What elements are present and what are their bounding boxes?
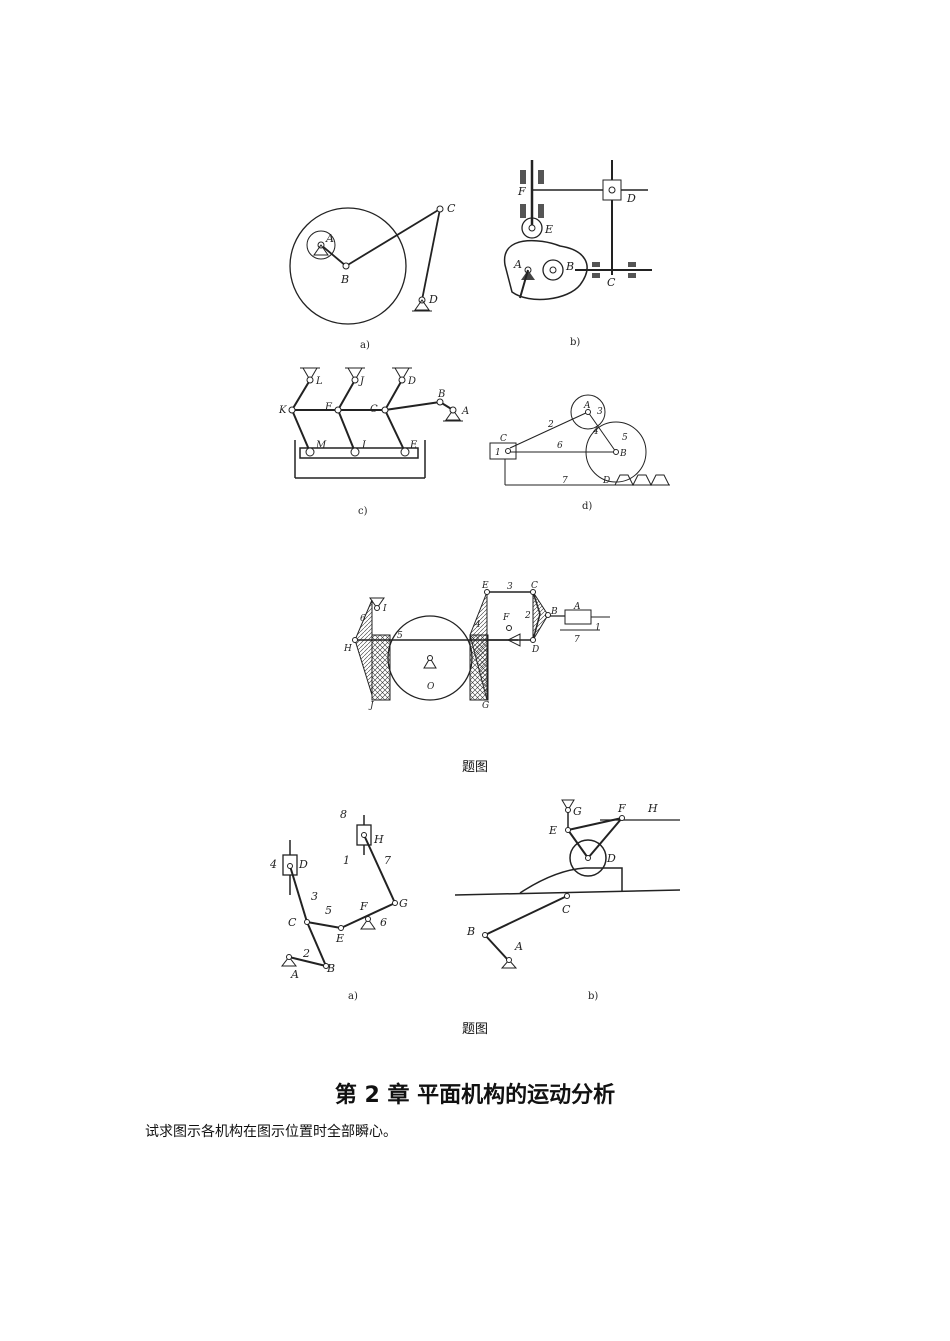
label-3a-B: B bbox=[326, 962, 335, 975]
label-brake-H: H bbox=[343, 644, 352, 654]
caption-b: b) bbox=[570, 337, 580, 348]
label-brake-G: G bbox=[482, 701, 489, 711]
label-3a-E: E bbox=[335, 932, 344, 945]
label-3a-7: 7 bbox=[384, 854, 391, 867]
label-brake-I: I bbox=[382, 604, 387, 614]
label-brake-F: F bbox=[502, 613, 510, 623]
label-b-B: B bbox=[565, 260, 574, 273]
label-brake-J: J bbox=[368, 701, 375, 711]
label-3a-H: H bbox=[373, 833, 384, 846]
label-a-D: D bbox=[428, 293, 438, 306]
label-b-A: A bbox=[513, 258, 522, 271]
label-b-F: F bbox=[517, 185, 526, 198]
label-b-D: D bbox=[626, 192, 636, 205]
caption-3b: b) bbox=[588, 991, 598, 1002]
diagram-b: F D E A B C b) bbox=[504, 160, 652, 348]
label-3b-B: B bbox=[466, 925, 475, 938]
label-3a-4: 4 bbox=[269, 858, 277, 871]
label-brake-4: 4 bbox=[474, 620, 481, 630]
label-c-A: A bbox=[461, 406, 469, 417]
label-a-B: B bbox=[340, 273, 349, 286]
label-d-C: C bbox=[500, 434, 507, 444]
label-3b-D: D bbox=[606, 852, 616, 865]
label-brake-3: 3 bbox=[507, 582, 513, 592]
figure2-caption: 题图 bbox=[461, 760, 488, 775]
label-3b-C: C bbox=[562, 903, 571, 916]
label-b-E: E bbox=[544, 223, 553, 236]
label-3b-E: E bbox=[548, 824, 557, 837]
label-d-3: 3 bbox=[597, 407, 603, 417]
label-c-M: M bbox=[315, 440, 327, 451]
label-brake-C: C bbox=[531, 581, 538, 591]
label-c-C: C bbox=[370, 404, 378, 415]
label-d-5: 5 bbox=[622, 433, 628, 443]
label-c-J: J bbox=[358, 376, 365, 387]
label-d-A: A bbox=[583, 401, 591, 411]
label-3a-C: C bbox=[288, 916, 297, 929]
label-d-1: 1 bbox=[495, 448, 501, 458]
label-c-D: D bbox=[407, 376, 416, 387]
label-brake-7: 7 bbox=[574, 635, 580, 645]
label-c-E: E bbox=[409, 440, 418, 451]
label-d-2: 2 bbox=[547, 420, 554, 430]
label-3b-F: F bbox=[617, 802, 626, 815]
label-d-7: 7 bbox=[562, 476, 568, 486]
label-brake-O: O bbox=[427, 682, 435, 692]
diagram-d: A 3 2 4 5 C 1 6 B 7 D d) bbox=[489, 394, 670, 512]
chapter-title: 第 2 章 平面机构的运动分析 bbox=[334, 1083, 616, 1108]
label-d-D: D bbox=[602, 476, 610, 486]
label-brake-A: A bbox=[573, 602, 581, 612]
label-3a-A: A bbox=[290, 968, 299, 981]
label-d-B: B bbox=[619, 449, 627, 459]
label-3a-5: 5 bbox=[325, 904, 332, 917]
label-brake-1: 1 bbox=[595, 623, 601, 633]
label-3a-2: 2 bbox=[302, 947, 310, 960]
label-3a-F: F bbox=[359, 900, 368, 913]
task-text: 试求图示各机构在图示位置时全部瞬心。 bbox=[145, 1124, 397, 1140]
label-3a-G: G bbox=[399, 897, 408, 910]
label-a-C: C bbox=[447, 202, 456, 215]
label-brake-5: 5 bbox=[397, 631, 403, 641]
diagram-brake: E 3 C I 6 4 F 2 B A H 5 1 7 O J G D bbox=[343, 581, 610, 711]
label-3b-H: H bbox=[647, 802, 658, 815]
caption-c: c) bbox=[358, 506, 368, 517]
label-3a-6: 6 bbox=[380, 916, 387, 929]
label-b-C: C bbox=[607, 276, 616, 289]
caption-d: d) bbox=[582, 501, 592, 512]
label-3b-G: G bbox=[573, 805, 582, 818]
label-3b-A: A bbox=[514, 940, 523, 953]
label-brake-6: 6 bbox=[360, 614, 366, 624]
diagram-c: L J D K F C B A M I E c) bbox=[278, 367, 469, 517]
figure3-caption: 题图 bbox=[461, 1022, 488, 1037]
label-brake-E: E bbox=[481, 581, 489, 591]
label-brake-2: 2 bbox=[524, 611, 531, 621]
label-c-F: F bbox=[324, 402, 333, 413]
label-c-I: I bbox=[361, 440, 367, 451]
diagram-3b: G H E F D C B A b) bbox=[454, 799, 681, 1002]
label-3a-3: 3 bbox=[311, 890, 318, 903]
label-c-L: L bbox=[315, 376, 323, 387]
label-3a-D: D bbox=[298, 858, 308, 871]
diagram-3a: 8 H 1 7 4 D 3 C 5 F G E 6 2 A B a) bbox=[269, 808, 408, 1002]
caption-a: a) bbox=[360, 340, 370, 351]
label-c-B: B bbox=[437, 389, 445, 400]
label-3a-1: 1 bbox=[343, 854, 350, 867]
diagram-a: A B C D a) bbox=[289, 202, 456, 351]
label-a-A: A bbox=[325, 232, 334, 245]
label-c-K: K bbox=[278, 405, 287, 416]
label-brake-B: B bbox=[550, 607, 558, 617]
label-3a-8: 8 bbox=[340, 808, 347, 821]
label-d-6: 6 bbox=[557, 441, 563, 451]
label-d-4: 4 bbox=[592, 427, 599, 437]
label-brake-D: D bbox=[531, 645, 539, 655]
caption-3a: a) bbox=[348, 991, 358, 1002]
